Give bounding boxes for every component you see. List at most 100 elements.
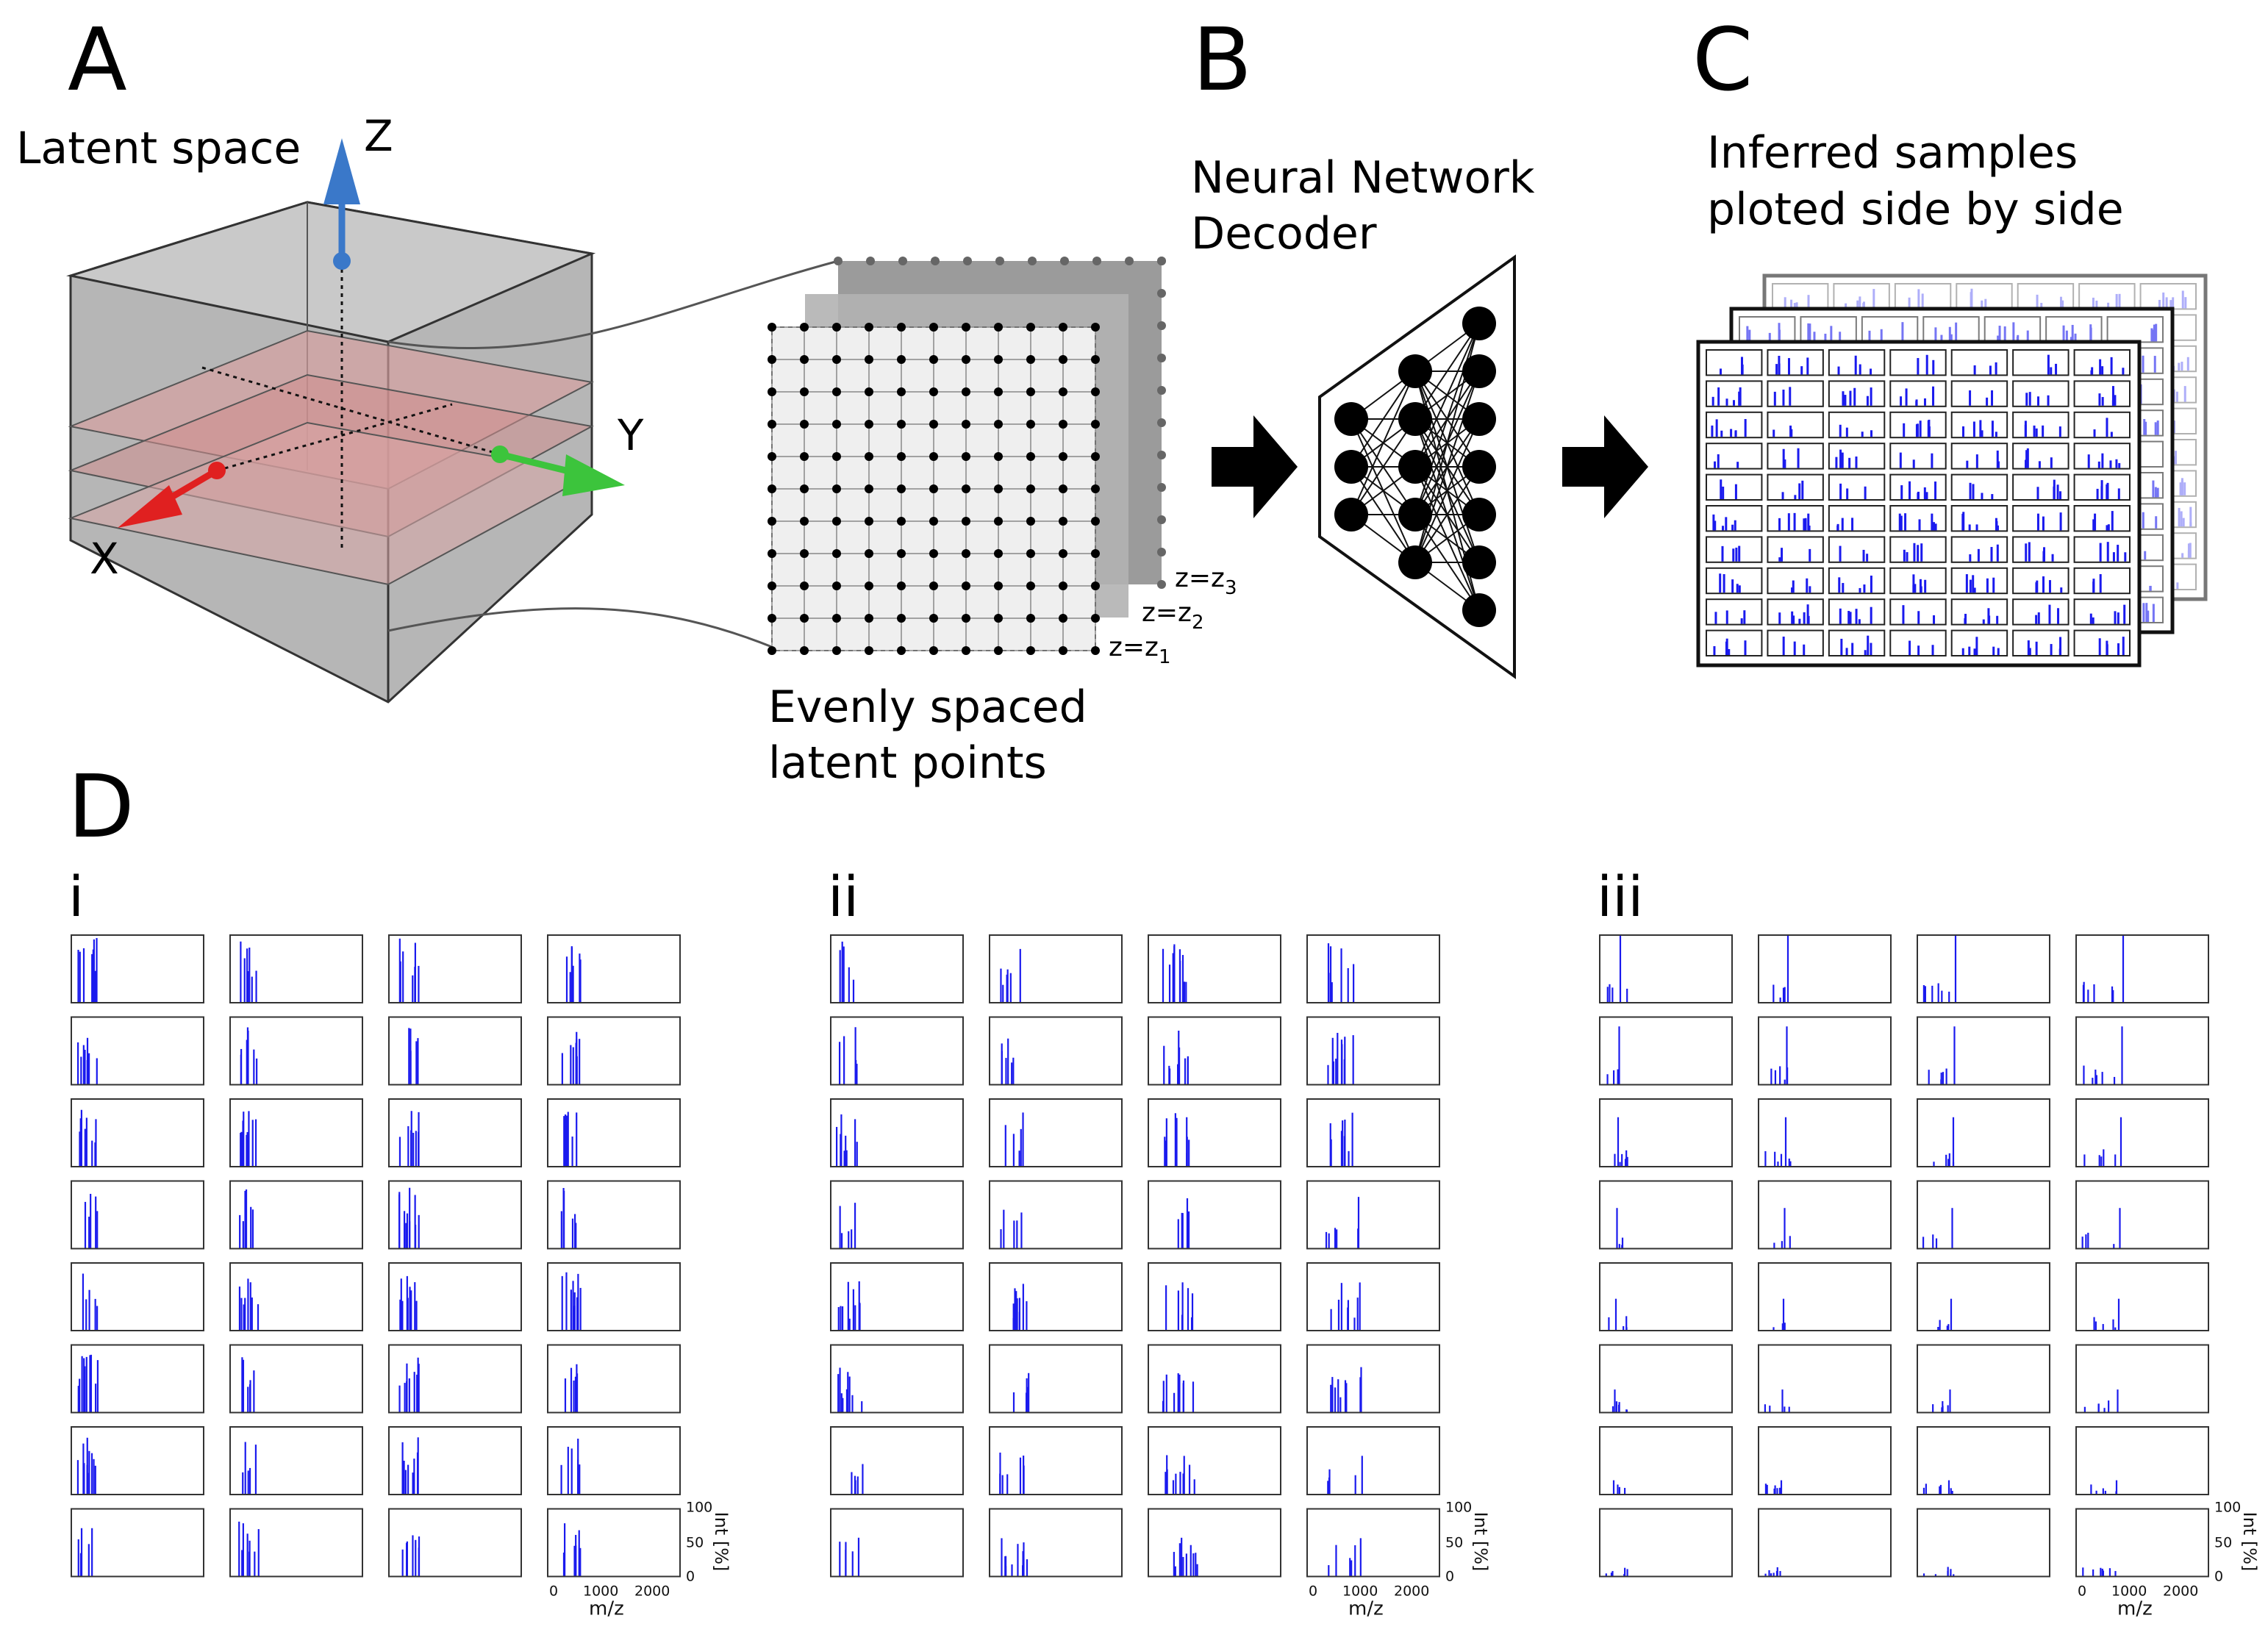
latent-point-back bbox=[931, 257, 940, 265]
latent-point bbox=[929, 646, 938, 655]
spectrum-plot bbox=[1599, 1098, 1733, 1167]
latent-point bbox=[1091, 484, 1100, 493]
latent-point bbox=[962, 452, 970, 461]
z-level-labels: z=z3 z=z2 z=z1 bbox=[1109, 563, 1237, 668]
spectrum-plot bbox=[229, 1426, 363, 1495]
spectrum-plot bbox=[71, 1016, 204, 1086]
spectrum-plot bbox=[229, 1508, 363, 1578]
spectrum-plot bbox=[1917, 934, 2050, 1003]
spectrum-plot bbox=[830, 1016, 964, 1086]
sample-cell bbox=[1889, 505, 1947, 532]
sample-cell bbox=[1828, 598, 1886, 626]
subpanel-label: i bbox=[68, 864, 84, 929]
x-tick-label: 1000 bbox=[2111, 1583, 2147, 1600]
spectrum-plot bbox=[1599, 1508, 1733, 1578]
sample-cell bbox=[1767, 567, 1824, 595]
y-tick-label: 100 bbox=[686, 1500, 712, 1516]
spectrum-plot bbox=[1306, 1098, 1440, 1167]
sample-cell bbox=[1706, 505, 1763, 532]
latent-point bbox=[865, 323, 873, 332]
latent-point-back bbox=[1125, 257, 1134, 265]
spectrum-plot bbox=[71, 1426, 204, 1495]
decoder-connection bbox=[1414, 418, 1480, 563]
decoder-connection bbox=[1414, 323, 1480, 420]
latent-point bbox=[962, 646, 970, 655]
spectrum-plot bbox=[1148, 934, 1281, 1003]
spectrum-plot bbox=[71, 1098, 204, 1167]
latent-point bbox=[897, 646, 906, 655]
spectrum-plot bbox=[388, 934, 522, 1003]
panel-b-letter: B bbox=[1192, 9, 1252, 110]
latent-point bbox=[962, 581, 970, 590]
latent-point bbox=[865, 355, 873, 364]
sample-cell bbox=[2012, 567, 2070, 595]
latent-point bbox=[1059, 323, 1067, 332]
latent-point bbox=[832, 549, 841, 558]
sample-cell bbox=[1950, 443, 2008, 470]
latent-point bbox=[768, 484, 776, 493]
sample-cell bbox=[2012, 349, 2070, 376]
spectrum-plot bbox=[1306, 934, 1440, 1003]
latent-point bbox=[994, 323, 1003, 332]
latent-point-back bbox=[1028, 257, 1037, 265]
spectrum-plot bbox=[2075, 1508, 2209, 1578]
sample-cell bbox=[2073, 443, 2131, 470]
latent-point bbox=[865, 614, 873, 623]
sample-cell bbox=[1828, 505, 1886, 532]
sample-cell bbox=[1767, 629, 1824, 656]
latent-point bbox=[962, 517, 970, 526]
sample-cell bbox=[1706, 349, 1763, 376]
latent-point bbox=[768, 452, 776, 461]
arrow-a-to-b bbox=[1212, 415, 1298, 518]
sample-cell bbox=[1889, 473, 1947, 501]
spectrum-plot bbox=[229, 1098, 363, 1167]
sample-cell bbox=[2073, 567, 2131, 595]
latent-point-grid bbox=[768, 257, 1166, 655]
latent-point bbox=[832, 484, 841, 493]
spectrum-plot bbox=[388, 1262, 522, 1331]
spectrum-plot bbox=[1148, 1098, 1281, 1167]
neuron-layer-2 bbox=[1398, 402, 1432, 436]
sample-cell bbox=[2012, 411, 2070, 439]
sample-cell bbox=[1828, 380, 1886, 407]
spectrum-plot bbox=[547, 1262, 681, 1331]
sample-cell bbox=[1889, 629, 1947, 656]
spectrum-plot bbox=[1306, 1180, 1440, 1250]
spectrum-plot bbox=[71, 934, 204, 1003]
latent-point bbox=[897, 549, 906, 558]
sample-cell bbox=[1950, 505, 2008, 532]
latent-point bbox=[897, 323, 906, 332]
latent-point bbox=[897, 614, 906, 623]
latent-point bbox=[1026, 517, 1035, 526]
latent-axes-dotted bbox=[201, 261, 501, 551]
latent-point bbox=[962, 549, 970, 558]
latent-point bbox=[897, 387, 906, 396]
latent-point bbox=[962, 484, 970, 493]
zoom-connector-bottom bbox=[387, 607, 773, 648]
x-tick-label: 2000 bbox=[1394, 1583, 1429, 1600]
latent-point bbox=[929, 484, 938, 493]
neuron-layer-2 bbox=[1398, 450, 1432, 484]
sample-cell bbox=[1950, 629, 2008, 656]
latent-point bbox=[1091, 646, 1100, 655]
sample-cell bbox=[1828, 443, 1886, 470]
spectrum-plot bbox=[547, 1098, 681, 1167]
sample-cell bbox=[2012, 629, 2070, 656]
x-axis-arrow bbox=[118, 462, 226, 528]
y-tick-label: 50 bbox=[2214, 1535, 2232, 1551]
latent-point bbox=[768, 387, 776, 396]
sample-cell bbox=[1950, 473, 2008, 501]
sample-cell bbox=[2012, 505, 2070, 532]
spectrum-plot bbox=[1599, 1426, 1733, 1495]
latent-point bbox=[1059, 549, 1067, 558]
sample-cell bbox=[1767, 473, 1824, 501]
panel-d-letter: D bbox=[68, 756, 135, 857]
sample-sheet-stack bbox=[1696, 273, 2208, 668]
latent-point bbox=[929, 355, 938, 364]
latent-point bbox=[994, 549, 1003, 558]
spectrum-plot bbox=[1758, 1344, 1892, 1414]
neuron-layer-1 bbox=[1334, 450, 1368, 484]
zoom-connector-top bbox=[387, 260, 839, 349]
latent-point-back bbox=[1157, 451, 1166, 459]
